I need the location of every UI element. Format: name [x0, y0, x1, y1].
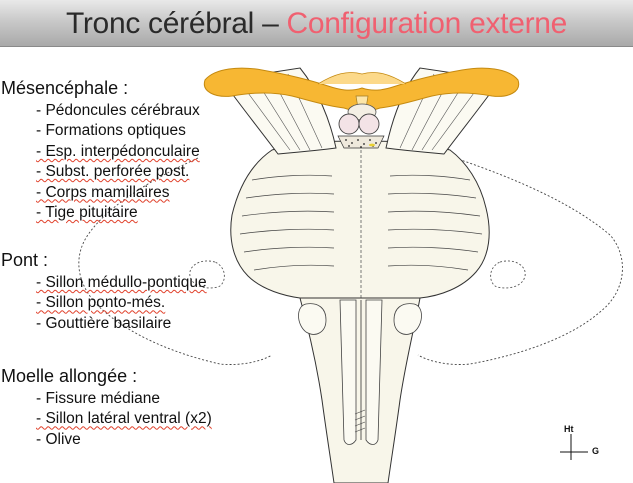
list-item: - Corps mamillaires [36, 183, 170, 201]
pituitary-stalk [355, 95, 369, 109]
tuber-cinereum [347, 103, 377, 121]
orientation-left-label: G [592, 446, 600, 456]
orientation-up-label: Ht [564, 424, 574, 434]
list-item: - Olive [36, 430, 81, 448]
peduncle-right [385, 67, 501, 155]
list-item: - Gouttière basilaire [36, 314, 172, 332]
olive-right [393, 303, 422, 335]
pons [230, 140, 490, 299]
list-moelle: - Fissure médiane - Sillon latéral ventr… [36, 389, 212, 450]
title-bar: Tronc cérébral – Configuration externe [0, 0, 633, 47]
pyramid-right [365, 299, 383, 445]
perforations [345, 139, 377, 148]
list-pont: - Sillon médullo-pontique - Sillon ponto… [36, 273, 207, 334]
flocculus-right [490, 260, 526, 289]
list-item: - Sillon latéral ventral (x2) [36, 410, 212, 428]
section-heading-moelle: Moelle allongée : [1, 366, 138, 386]
mammillary-body-left [338, 113, 360, 135]
medulla [299, 297, 421, 483]
olive-left [298, 303, 327, 335]
section-heading-pont: Pont : [1, 250, 49, 270]
peduncle-left [221, 67, 337, 155]
pyramid-left [339, 299, 357, 445]
list-item: - Subst. perforée post. [36, 163, 190, 181]
section-heading-mesencephale: Mésencéphale : [1, 78, 129, 98]
title-main: Tronc cérébral – [65, 7, 287, 40]
list-item: - Pédoncules cérébraux [36, 102, 200, 119]
posterior-perforated-substance [337, 135, 385, 149]
list-item: - Tige pituitaire [36, 204, 138, 222]
pyramidal-decussation [354, 409, 366, 433]
list-item: - Fissure médiane [36, 390, 161, 407]
optic-tracts [203, 67, 520, 119]
list-mesencephale: - Pédoncules cérébraux - Formations opti… [36, 101, 200, 223]
orientation-cross [560, 434, 588, 460]
title-accent: Configuration externe [286, 7, 568, 40]
list-item: - Sillon médullo-pontique [36, 274, 207, 291]
list-item: - Esp. interpédonculaire [36, 142, 200, 160]
peduncle-fibers [239, 73, 483, 151]
list-item: - Formations optiques [36, 122, 186, 140]
mammillary-body-right [358, 113, 380, 135]
slide-title: Tronc cérébral – Configuration externe [0, 6, 633, 42]
list-item: - Sillon ponto-més. [36, 294, 166, 312]
pons-striations [239, 150, 483, 298]
